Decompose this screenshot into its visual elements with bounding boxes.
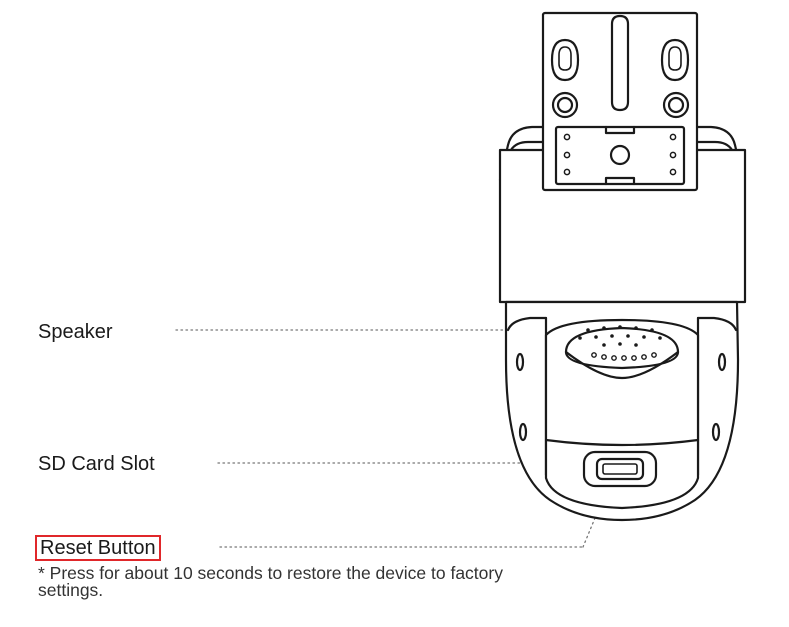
right-fin-hole — [717, 352, 727, 372]
left-fin-hole — [515, 352, 525, 372]
speaker-grille — [564, 325, 680, 380]
inner-seam — [544, 438, 700, 447]
right-fin-top — [696, 316, 738, 332]
reset-note: * Press for about 10 seconds to restore … — [38, 563, 503, 600]
left-fin-hole-lower — [518, 422, 528, 442]
mounting-plate — [541, 11, 699, 192]
sd-card-slot-label: SD Card Slot — [38, 453, 155, 475]
sd-card-slot — [582, 450, 658, 488]
left-fin-top — [506, 316, 548, 332]
reset-button-label: Reset Button — [35, 535, 161, 561]
right-fin-hole-lower — [711, 422, 721, 442]
speaker-label: Speaker — [38, 321, 113, 343]
